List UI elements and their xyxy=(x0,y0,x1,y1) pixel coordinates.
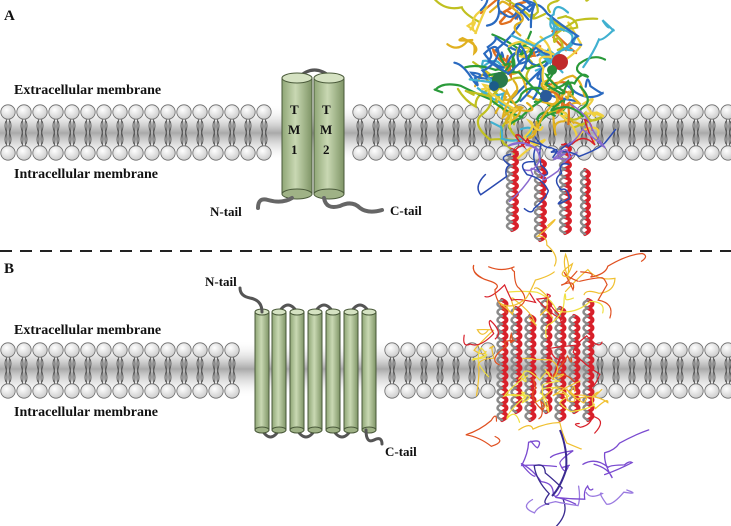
panel-b-letter: B xyxy=(4,261,14,277)
panel-a-protein-structure xyxy=(433,0,617,242)
tm1-label-line2: M xyxy=(288,122,300,137)
panel-b-n-tail xyxy=(238,286,264,314)
panel-b-n-tail-label: N-tail xyxy=(205,274,237,289)
tm1-label-line1: T xyxy=(290,102,299,117)
tm2-helix xyxy=(313,72,345,200)
panel-a-letter: A xyxy=(4,8,15,24)
tm1-label-line3: 1 xyxy=(291,142,298,157)
panel-a-c-tail xyxy=(322,196,384,214)
tm2-label-line1: T xyxy=(322,102,331,117)
panel-a: A Extracellular membrane Intracellular m… xyxy=(0,0,731,242)
panel-b: B Extracellular membrane Intracellular m… xyxy=(0,218,731,526)
panel-b-protein-structure xyxy=(463,218,650,526)
panel-b-receptor-schematic: N-tail C-tail xyxy=(205,274,417,459)
panel-a-n-tail-label: N-tail xyxy=(210,204,242,219)
panel-a-intracellular-label: Intracellular membrane xyxy=(14,167,158,182)
panel-a-n-tail xyxy=(256,196,294,210)
panel-a-channel-schematic: T M 1 T M 2 N-tail C-tail xyxy=(210,68,422,219)
panel-a-c-tail-label: C-tail xyxy=(390,203,422,218)
panel-b-c-tail-label: C-tail xyxy=(385,444,417,459)
panel-a-extracellular-label: Extracellular membrane xyxy=(14,83,161,98)
panel-b-c-tail xyxy=(364,428,384,446)
tm2-label-line2: M xyxy=(320,122,332,137)
tm1-helix xyxy=(281,72,313,200)
tm2-label-line3: 2 xyxy=(323,142,330,157)
panel-b-extracellular-label: Extracellular membrane xyxy=(14,323,161,338)
panel-b-intracellular-label: Intracellular membrane xyxy=(14,405,158,420)
panel-b-lipid-bilayer xyxy=(0,342,731,399)
